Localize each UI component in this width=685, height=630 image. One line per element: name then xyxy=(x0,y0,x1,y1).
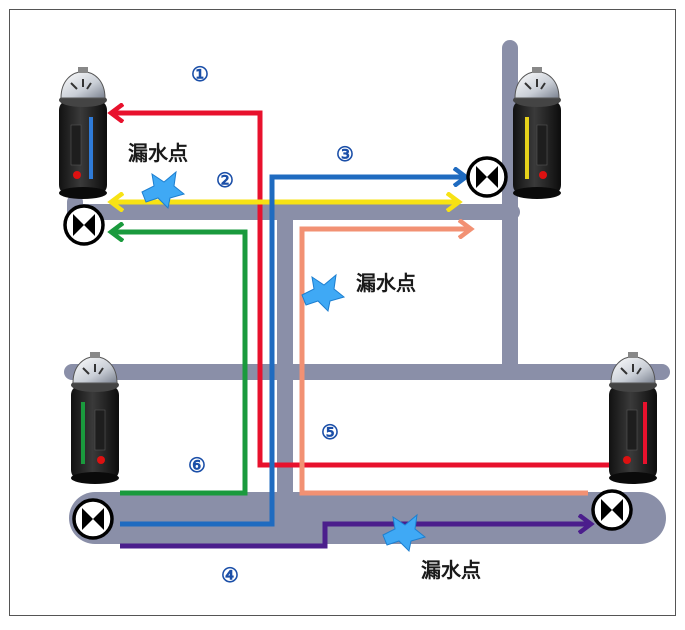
leak-burst-icon xyxy=(141,170,186,210)
leak-markers: 漏水点 漏水点 漏水点 xyxy=(128,142,481,582)
valve-icon-top-right xyxy=(466,156,508,198)
sensor-accent-stripe xyxy=(643,402,647,464)
leak-burst-icon xyxy=(301,273,346,313)
pipes xyxy=(64,40,670,544)
sensor-accent-stripe xyxy=(81,402,85,464)
valve-icon-bottom-left xyxy=(72,498,114,540)
route-6-arrow xyxy=(112,232,248,496)
route-number-6: ⑥ xyxy=(184,452,210,478)
route-numbers: ① ② ③ ④ ⑤ ⑥ xyxy=(184,61,358,588)
route-number-label: ③ xyxy=(336,144,354,166)
route-4-arrow xyxy=(120,524,590,549)
route-number-label: ⑤ xyxy=(321,422,339,444)
route-1-arrow xyxy=(112,113,612,468)
leak-label: 漏水点 xyxy=(356,272,416,295)
route-5-arrow xyxy=(299,229,588,496)
route-number-3: ③ xyxy=(332,141,358,167)
sensor-icon-bottom-left xyxy=(71,352,119,484)
route-number-2: ② xyxy=(212,167,238,193)
route-3-arrow xyxy=(120,177,465,527)
sensor-accent-stripe xyxy=(525,117,529,179)
valve-icon-top-left xyxy=(63,204,105,246)
route-number-label: ⑥ xyxy=(188,455,206,477)
route-number-label: ② xyxy=(216,170,234,192)
route-number-label: ④ xyxy=(221,565,239,587)
route-number-5: ⑤ xyxy=(317,419,343,445)
valves xyxy=(63,156,633,540)
route-number-1: ① xyxy=(187,61,213,87)
sensor-icon-top-right xyxy=(513,67,561,199)
sensor-icon-bottom-right xyxy=(609,352,657,484)
leak-burst-icon xyxy=(382,513,427,553)
route-number-label: ① xyxy=(191,64,209,86)
sensor-icon-top-left xyxy=(59,67,107,199)
route-number-4: ④ xyxy=(217,562,243,588)
sensor-accent-stripe xyxy=(89,117,93,179)
leak-label: 漏水点 xyxy=(421,559,481,582)
valve-icon-bottom-right xyxy=(591,489,633,531)
sensors xyxy=(59,67,657,484)
leak-label: 漏水点 xyxy=(128,142,188,165)
routes xyxy=(112,113,612,549)
